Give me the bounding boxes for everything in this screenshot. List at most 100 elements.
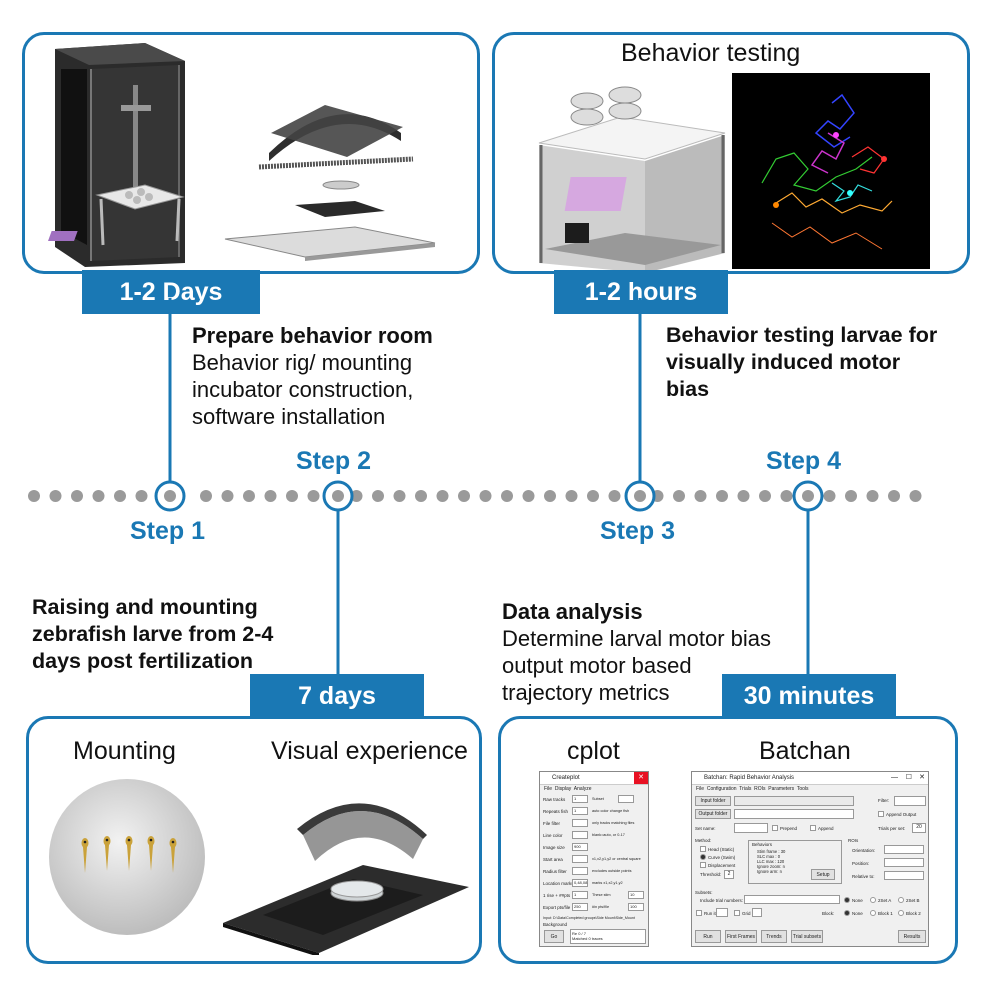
- none-label-2: None: [852, 911, 863, 916]
- include-trial-field[interactable]: [744, 895, 840, 904]
- menu-analyze[interactable]: Analyze: [573, 786, 592, 792]
- set-b-radio[interactable]: [898, 897, 904, 903]
- roi-orientation-field[interactable]: [884, 845, 924, 854]
- cplot-row-note: excludes outside points: [592, 869, 632, 873]
- timeline-dot: [866, 490, 879, 502]
- none-radio-2[interactable]: [844, 910, 850, 916]
- trials-per-set-label: Trials per set:: [878, 826, 906, 831]
- menu-trials[interactable]: Trials: [739, 786, 752, 792]
- batchan-menu: File Configuration Trials ROIs Parameter…: [692, 785, 928, 794]
- minimize-icon[interactable]: —: [891, 774, 898, 781]
- run-button[interactable]: Run: [695, 930, 721, 943]
- cplot-row-field[interactable]: 1: [572, 891, 588, 899]
- roi-position-label: Position:: [852, 861, 870, 866]
- menu-tools[interactable]: Tools: [796, 786, 809, 792]
- method-displacement-checkbox[interactable]: [700, 862, 706, 868]
- menu-configuration[interactable]: Configuration: [706, 786, 737, 792]
- timeline-dot: [286, 490, 298, 502]
- batchan-window-title: Batchan: Rapid Behavior Analysis — ☐ ✕: [692, 772, 928, 785]
- cplot-row-field[interactable]: 1: [572, 807, 588, 815]
- cplot-row-field-2[interactable]: 100: [628, 903, 644, 911]
- threshold-field[interactable]: 2: [724, 870, 734, 879]
- cplot-row-field[interactable]: 1: [572, 795, 588, 803]
- threshold-label: Threshold:: [700, 872, 722, 877]
- none-radio-1[interactable]: [844, 897, 850, 903]
- method-curve-radio[interactable]: [700, 854, 706, 860]
- step4-line-2: output motor based: [502, 653, 692, 678]
- cplot-row-field[interactable]: [572, 855, 588, 863]
- cplot-window-title: Createplot ✕: [540, 772, 648, 785]
- results-button[interactable]: Results: [898, 930, 926, 943]
- grid-field[interactable]: [752, 908, 762, 917]
- cplot-row-field-2[interactable]: 10: [628, 891, 644, 899]
- timeline-dot: [888, 490, 900, 502]
- menu-parameters[interactable]: Parameters: [768, 786, 795, 792]
- menu-display[interactable]: Display: [554, 786, 572, 792]
- menu-file[interactable]: File: [696, 786, 705, 792]
- cplot-menu: File Display Analyze: [540, 785, 648, 794]
- cplot-row-field[interactable]: [572, 867, 588, 875]
- set-a-radio[interactable]: [870, 897, 876, 903]
- cplot-subset-field[interactable]: [618, 795, 634, 803]
- input-folder-field[interactable]: [734, 796, 854, 806]
- step3-line-1: Behavior testing larvae for: [666, 323, 938, 347]
- mounting-dish-illustration: [49, 779, 205, 935]
- output-folder-button[interactable]: Output folder: [695, 809, 731, 819]
- step3-duration-badge: 1-2 hours: [554, 270, 728, 314]
- timeline-dot: [92, 490, 105, 502]
- method-head-checkbox[interactable]: [700, 846, 706, 852]
- block1-radio[interactable]: [870, 910, 876, 916]
- close-icon[interactable]: ✕: [919, 774, 925, 781]
- maximize-icon[interactable]: ☐: [905, 774, 912, 781]
- output-folder-field[interactable]: [734, 809, 854, 819]
- append-output-label: Append Output: [886, 812, 917, 817]
- append-output-checkbox[interactable]: [878, 811, 884, 817]
- cplot-row-field[interactable]: 900: [572, 843, 588, 851]
- step1-heading: Prepare behavior room: [192, 323, 433, 348]
- cplot-row-field[interactable]: 0,48,08: [572, 879, 588, 887]
- run-it-field[interactable]: [716, 908, 728, 917]
- step4-label: Step 4: [766, 447, 842, 475]
- menu-rois[interactable]: ROIs: [754, 786, 766, 792]
- behavior-testing-illustration: [538, 86, 726, 271]
- set-b-label: 2Set B: [906, 898, 920, 903]
- cplot-row-field[interactable]: 250: [572, 903, 588, 911]
- grid-checkbox[interactable]: [734, 910, 740, 916]
- timeline-dot: [350, 490, 363, 502]
- input-folder-button[interactable]: Input folder: [695, 796, 731, 806]
- rois-label: ROIs: [848, 838, 859, 843]
- cplot-row-field[interactable]: [572, 819, 588, 827]
- filter-field[interactable]: [894, 796, 926, 806]
- timeline-dot: [845, 490, 857, 502]
- setup-button[interactable]: Setup: [811, 869, 835, 880]
- step3-line-3: bias: [666, 377, 710, 401]
- cplot-row-note: These stim: [592, 893, 611, 897]
- first-frames-button[interactable]: First Frames: [725, 930, 757, 943]
- append-checkbox[interactable]: [810, 825, 816, 831]
- timeline-dot: [780, 490, 793, 502]
- behavior-line: Stim frame : 30: [757, 849, 786, 854]
- method-curve-label: Curve (Swim): [708, 855, 736, 860]
- close-icon[interactable]: ✕: [634, 772, 648, 784]
- step3-line-2: visually induced motor: [666, 350, 901, 374]
- menu-file[interactable]: File: [544, 786, 553, 792]
- roi-position-field[interactable]: [884, 858, 924, 867]
- run-it-checkbox[interactable]: [696, 910, 702, 916]
- set-name-field[interactable]: [734, 823, 768, 833]
- step2-panel: Mounting Visual experience: [26, 716, 482, 964]
- prepend-checkbox[interactable]: [772, 825, 778, 831]
- filter-label: Filter:: [878, 798, 890, 803]
- block2-radio[interactable]: [898, 910, 904, 916]
- trial-subsets-button[interactable]: Trial subsets: [791, 930, 823, 943]
- roi-relative-field[interactable]: [884, 871, 924, 880]
- cplot-row-field[interactable]: [572, 831, 588, 839]
- trends-button[interactable]: Trends: [761, 930, 787, 943]
- batchan-title: Batchan: [759, 737, 851, 765]
- cplot-go-button[interactable]: Go: [544, 930, 564, 943]
- visual-experience-illustration: [223, 803, 469, 955]
- trials-per-set-field[interactable]: 20: [912, 823, 926, 833]
- cplot-row-note: only tracks matching files: [592, 821, 635, 825]
- step2-line-1: Raising and mounting: [32, 595, 258, 619]
- step4-description: Data analysis Determine larval motor bia…: [502, 598, 822, 706]
- trajectory-plot: [732, 73, 930, 269]
